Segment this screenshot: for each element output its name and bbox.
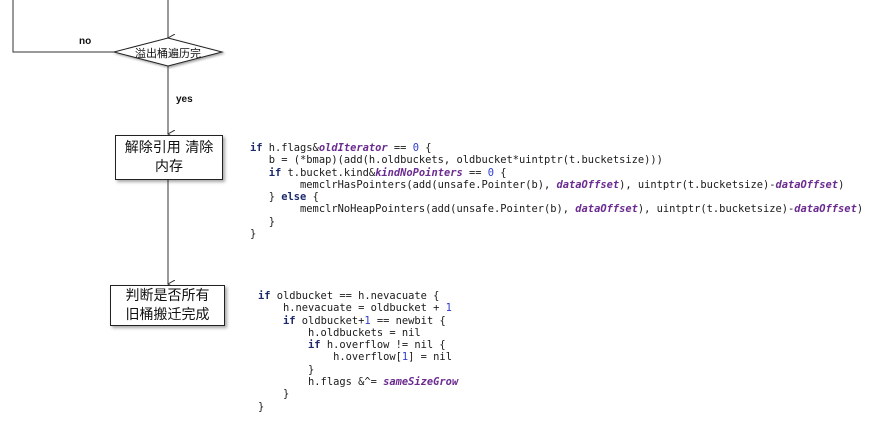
code-line: if h.overflow != nil { [258, 339, 458, 351]
code-keyword: if [250, 142, 263, 154]
code-line: } [258, 364, 458, 376]
code-text: } [258, 400, 265, 413]
code-text [250, 167, 269, 179]
code-line: h.flags &^= sameSizeGrow [258, 376, 458, 388]
code-text: b = (*bmap)(add(h.oldbuckets, oldbucket*… [250, 154, 663, 167]
code-keyword: else [281, 191, 307, 204]
code-text: ), uintptr(t.bucketsize)- [637, 203, 795, 216]
code-line: if oldbucket == h.nevacuate { [258, 290, 458, 302]
code-block-clear-memory: if h.flags&oldIterator == 0 { b = (*bmap… [250, 142, 863, 240]
step-release-memory-line2: 内存 [155, 158, 183, 175]
code-text: } [250, 215, 276, 228]
code-text: ] = nil [408, 351, 452, 364]
code-block-evacuation-check: if oldbucket == h.nevacuate { h.nevacuat… [258, 290, 458, 413]
step-check-evacuation-line2: 旧桶搬迁完成 [125, 306, 210, 323]
code-text: == [387, 142, 413, 154]
code-identifier: kindNoPointers [375, 166, 463, 179]
code-line: if t.bucket.kind&kindNoPointers == 0 { [250, 167, 863, 179]
step-release-memory: 解除引用 清除 内存 [115, 135, 223, 180]
code-text: } [250, 228, 257, 241]
code-line: if h.flags&oldIterator == 0 { [250, 142, 863, 154]
code-text: { [494, 166, 507, 179]
code-line: } [250, 216, 863, 228]
code-line: memclrNoHeapPointers(add(unsafe.Pointer(… [250, 203, 863, 215]
code-text [258, 315, 283, 327]
code-text: ), uintptr(t.bucketsize)- [619, 178, 776, 191]
code-line: h.nevacuate = oldbucket + 1 [258, 302, 458, 314]
code-number: 1 [401, 351, 409, 364]
code-text: h.oldbuckets = nil [258, 326, 421, 339]
code-line: b = (*bmap)(add(h.oldbuckets, oldbucket*… [250, 154, 863, 166]
code-text: == newbit { [370, 314, 446, 327]
code-line: if oldbucket+1 == newbit { [258, 315, 458, 327]
code-text: oldbucket == h.nevacuate { [270, 290, 440, 302]
no-label: no [79, 36, 92, 47]
code-identifier: dataOffset [575, 203, 638, 216]
code-text: h.overflow[ [258, 351, 402, 364]
code-text: h.flags &^= [258, 376, 384, 389]
decision-diamond [112, 37, 224, 67]
code-number: 0 [487, 166, 495, 179]
step-release-memory-line1: 解除引用 清除 [124, 139, 214, 156]
code-number: 0 [412, 142, 419, 154]
code-line: } else { [250, 191, 863, 203]
code-text: == [462, 166, 488, 179]
code-text: } [258, 363, 315, 376]
code-keyword: if [268, 166, 282, 179]
code-keyword: if [258, 290, 271, 302]
code-text: } [250, 191, 282, 204]
code-text: t.bucket.kind& [281, 166, 376, 179]
code-line: h.overflow[1] = nil [258, 351, 458, 363]
code-line: } [258, 401, 458, 413]
yes-label: yes [176, 94, 193, 105]
code-text: memclrNoHeapPointers(add(unsafe.Pointer(… [250, 203, 576, 216]
code-text: { [418, 142, 432, 154]
loop-back-line [12, 0, 114, 53]
code-text: } [258, 388, 290, 401]
code-line: memclrHasPointers(add(unsafe.Pointer(b),… [250, 179, 863, 191]
step-check-evacuation: 判断是否所有 旧桶搬迁完成 [110, 285, 225, 326]
decision-label: 溢出桶遍历完 [135, 47, 201, 60]
code-keyword: if [283, 314, 296, 327]
code-identifier: oldIterator [318, 142, 388, 154]
code-identifier: dataOffset [775, 178, 839, 191]
code-identifier: dataOffset [556, 178, 620, 191]
step-check-evacuation-line1: 判断是否所有 [125, 287, 210, 304]
code-number: 1 [364, 314, 371, 327]
code-line: } [250, 228, 863, 240]
code-text: h.overflow != nil { [320, 339, 446, 352]
code-text [258, 339, 308, 351]
code-line: h.oldbuckets = nil [258, 327, 458, 339]
code-text: ) [838, 178, 845, 191]
code-identifier: dataOffset [794, 203, 857, 216]
code-text: h.nevacuate = oldbucket + [258, 302, 446, 315]
code-text: ) [856, 203, 864, 216]
code-text: h.flags& [262, 142, 319, 154]
code-identifier: sameSizeGrow [383, 376, 459, 389]
code-text: oldbucket+ [295, 314, 365, 327]
code-text: { [306, 191, 319, 204]
code-text: memclrHasPointers(add(unsafe.Pointer(b), [250, 178, 557, 191]
code-number: 1 [445, 302, 452, 315]
code-keyword: if [308, 339, 321, 352]
code-line: } [258, 388, 458, 400]
